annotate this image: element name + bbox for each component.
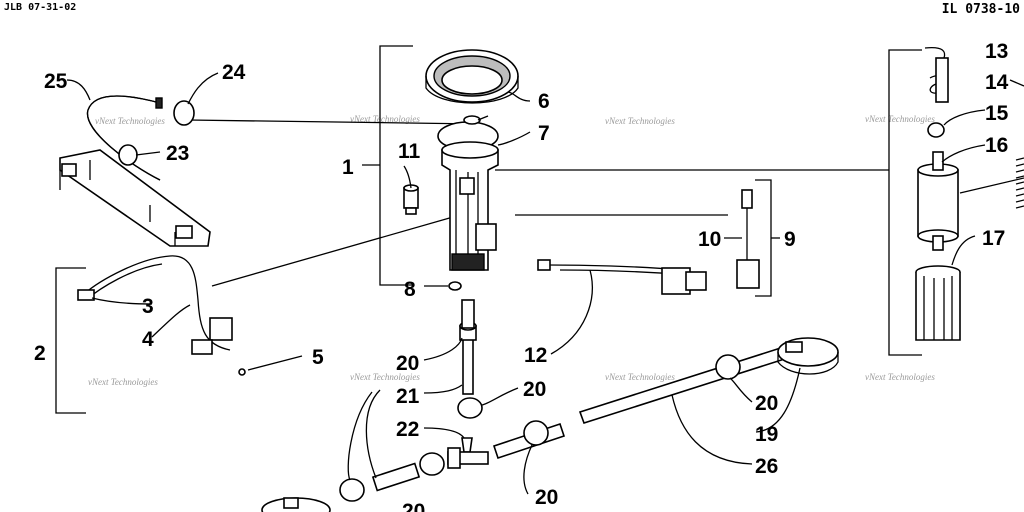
callout-19: 19 xyxy=(755,423,778,446)
callout-4: 4 xyxy=(142,328,154,351)
watermark: vNext Technologies xyxy=(350,114,420,124)
callout-23: 23 xyxy=(166,142,189,165)
hose-lower-left xyxy=(339,452,445,502)
callout-2: 2 xyxy=(34,342,46,365)
level-sensor-10 xyxy=(736,189,760,289)
watermark: vNext Technologies xyxy=(865,114,935,124)
spring-right-edge xyxy=(1015,157,1024,209)
clamp-24 xyxy=(173,100,195,126)
callout-20-clamp: 20 xyxy=(523,378,546,401)
callout-6: 6 xyxy=(538,90,550,113)
callout-25: 25 xyxy=(44,70,68,93)
tee-fitting-22 xyxy=(447,437,489,469)
callout-15: 15 xyxy=(985,102,1009,125)
watermark: vNext Technologies xyxy=(865,372,935,382)
o-ring-8 xyxy=(448,281,462,291)
callout-9: 9 xyxy=(784,228,796,251)
clamp-20 xyxy=(457,397,483,419)
filter-17 xyxy=(915,265,961,341)
callout-10: 10 xyxy=(698,228,721,251)
lock-ring-6 xyxy=(425,49,519,104)
callout-20-lower: 20 xyxy=(535,486,558,509)
callout-8: 8 xyxy=(404,278,416,301)
drawing-code-right: IL 0738-10 xyxy=(941,2,1020,17)
sensor-lead-12 xyxy=(537,259,707,295)
callout-16: 16 xyxy=(985,134,1008,157)
watermark-group: vNext Technologies vNext Technologies vN… xyxy=(88,114,935,387)
callout-12: 12 xyxy=(524,344,547,367)
callout-26: 26 xyxy=(755,455,778,478)
drawing-code-left: JLB 07-31-02 xyxy=(4,2,77,13)
watermark: vNext Technologies xyxy=(350,372,420,382)
pickup-tube-21 xyxy=(459,299,477,395)
callout-leaders xyxy=(66,46,1024,495)
bottom-part xyxy=(261,497,331,512)
pump-module-1 xyxy=(441,141,499,271)
callout-11: 11 xyxy=(398,140,421,163)
callout-7: 7 xyxy=(538,122,550,145)
callout-14: 14 xyxy=(985,71,1009,94)
callout-20-right: 20 xyxy=(755,392,778,415)
callout-3: 3 xyxy=(142,295,154,318)
seal-15 xyxy=(927,122,945,138)
callout-22: 22 xyxy=(396,418,419,441)
callout-21: 21 xyxy=(396,385,420,408)
wiring-harness xyxy=(77,255,246,376)
fitting-19 xyxy=(777,337,839,375)
watermark: vNext Technologies xyxy=(88,377,158,387)
callout-13: 13 xyxy=(985,40,1008,63)
clamp-23 xyxy=(118,144,138,166)
callout-17: 17 xyxy=(982,227,1005,250)
leader-lines xyxy=(187,119,1024,287)
callout-20-bottom: 20 xyxy=(402,500,425,512)
callout-1: 1 xyxy=(342,156,354,179)
callouts: 1 2 3 4 5 6 7 8 9 10 11 12 13 14 15 16 1… xyxy=(34,40,1009,512)
callout-20-upper: 20 xyxy=(396,352,419,375)
callout-5: 5 xyxy=(312,346,324,369)
fitting-11 xyxy=(403,184,419,215)
mounting-frame xyxy=(59,149,211,247)
watermark: vNext Technologies xyxy=(605,372,675,382)
group-brackets xyxy=(55,45,922,414)
spring-13 xyxy=(929,57,949,103)
watermark: vNext Technologies xyxy=(605,116,675,126)
fuel-pump-16 xyxy=(917,151,959,251)
callout-24: 24 xyxy=(222,61,246,84)
hose-right xyxy=(492,420,566,460)
watermark: vNext Technologies xyxy=(95,116,165,126)
